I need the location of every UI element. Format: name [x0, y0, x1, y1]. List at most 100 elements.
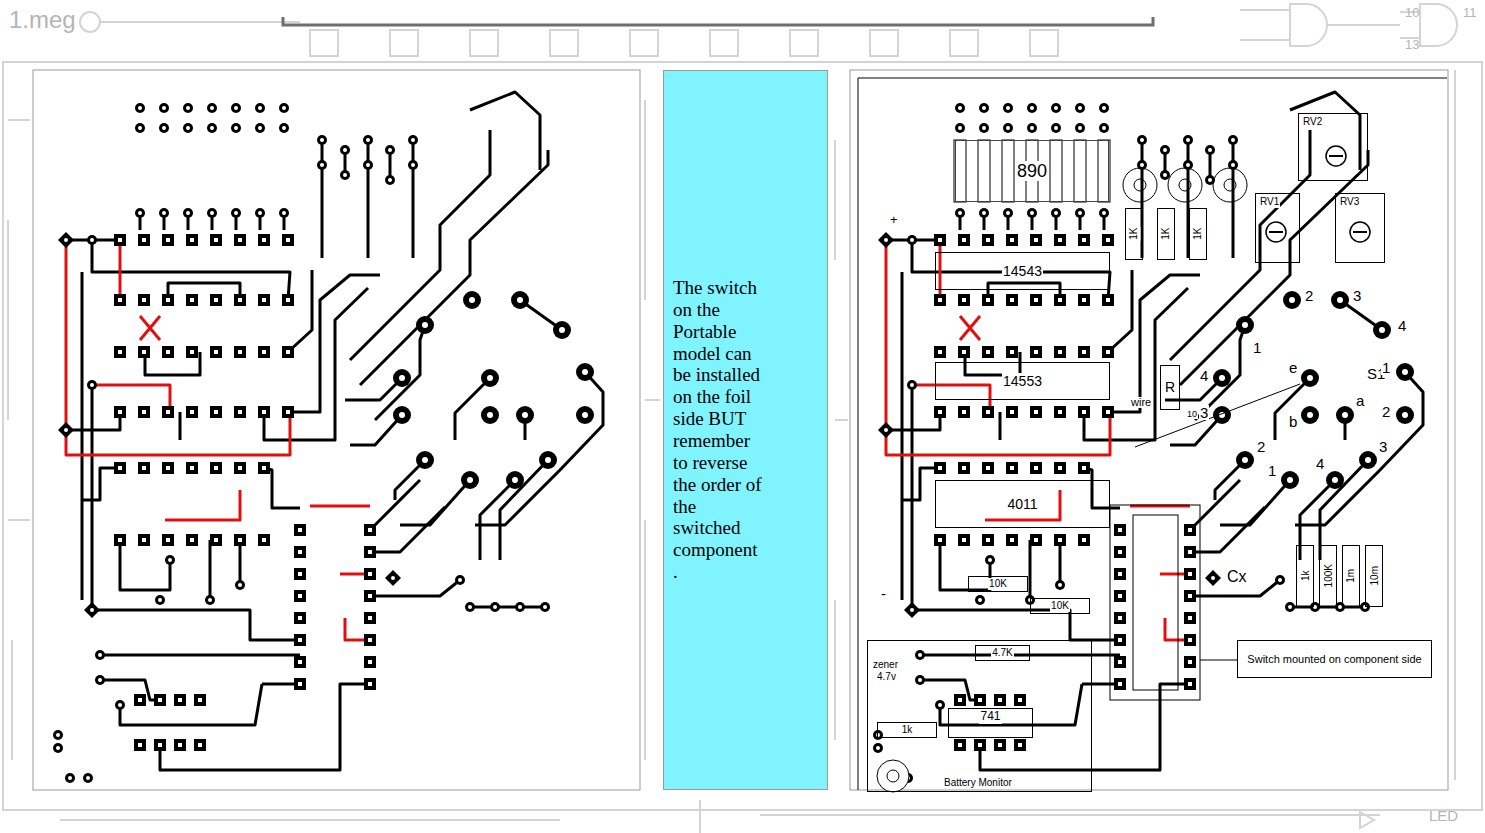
square-pad	[1054, 534, 1066, 546]
switch-pole: e	[1288, 360, 1298, 375]
diamond-pad	[385, 570, 401, 586]
pad-hole	[876, 746, 880, 750]
trimpot-symbol	[1266, 222, 1286, 242]
pad-hole	[298, 616, 302, 620]
pad-hole	[262, 538, 266, 542]
square-pad	[138, 406, 150, 418]
pad-hole	[90, 608, 94, 612]
jumper-wire	[66, 240, 290, 455]
copper-trace	[370, 507, 445, 552]
round-pad	[979, 208, 989, 218]
pad-hole	[982, 126, 986, 130]
pad-hole	[98, 678, 102, 682]
copper-trace	[1195, 325, 1245, 420]
pad-hole	[1288, 605, 1292, 609]
pad-hole	[298, 572, 302, 576]
pad-hole	[938, 466, 942, 470]
pad-hole	[399, 412, 405, 418]
copper-trace	[500, 460, 548, 560]
pad-hole	[320, 138, 324, 142]
pad-hole	[918, 653, 922, 657]
square-pad	[364, 524, 376, 536]
round-pad	[135, 208, 145, 218]
round-pad	[408, 160, 418, 170]
round-pad	[1055, 580, 1065, 590]
pad-hole	[190, 466, 194, 470]
round-pad	[385, 145, 395, 155]
pad-hole	[1058, 410, 1062, 414]
round-pad	[1160, 170, 1170, 180]
pad-hole	[158, 598, 162, 602]
component-label: RV1	[1259, 196, 1280, 208]
square-pad	[364, 656, 376, 668]
round-pad	[231, 208, 241, 218]
pad-hole	[1186, 163, 1190, 167]
square-pad	[114, 346, 126, 358]
round-pad	[205, 595, 215, 605]
round-pad	[915, 675, 925, 685]
ic-body	[1133, 515, 1178, 690]
component-label: Battery Monitor	[943, 777, 1013, 789]
round-pad	[135, 103, 145, 113]
pad-hole	[90, 238, 94, 242]
square-pad	[186, 234, 198, 246]
resistor-body: 1m	[1342, 545, 1360, 607]
square-pad	[982, 462, 994, 474]
square-pad	[258, 234, 270, 246]
jumper-wire	[985, 490, 1060, 520]
square-pad	[162, 294, 174, 306]
switch-pole: a	[1355, 393, 1365, 408]
copper-trace	[100, 680, 160, 700]
pad-hole	[422, 322, 428, 328]
square-pad	[1014, 739, 1026, 751]
square-pad	[282, 294, 294, 306]
component-label: 1K	[1128, 227, 1140, 241]
background-box	[550, 30, 578, 56]
trimpot-symbol	[1350, 222, 1370, 242]
square-pad	[258, 294, 270, 306]
pad-hole	[1010, 350, 1014, 354]
square-pad	[294, 590, 306, 602]
pad-hole	[938, 538, 942, 542]
square-pad	[934, 234, 946, 246]
square-pad	[210, 406, 222, 418]
pad-hole	[1078, 106, 1082, 110]
square-pad	[258, 406, 270, 418]
pin-number: 1	[1252, 340, 1262, 355]
square-pad	[934, 346, 946, 358]
pad-hole	[118, 703, 122, 707]
pad-hole	[1307, 375, 1313, 381]
round-pad	[87, 380, 97, 390]
round-pad	[408, 135, 418, 145]
trimpot-outline: RV3	[1335, 193, 1385, 263]
copper-trace	[920, 680, 980, 700]
watermark-text: 13	[1404, 38, 1420, 51]
copper-trace	[179, 412, 182, 440]
switch-pad	[1236, 316, 1254, 334]
pad-hole	[469, 297, 475, 303]
resistor-body: 1K	[1125, 208, 1143, 260]
pad-hole	[1082, 238, 1086, 242]
copper-trace	[120, 540, 170, 590]
pin-number: 2	[1304, 288, 1314, 303]
pin-number: 1	[1267, 463, 1277, 478]
pad-hole	[162, 126, 166, 130]
pin-number: 3	[1352, 288, 1362, 303]
pad-hole	[1034, 238, 1038, 242]
round-pad	[1205, 145, 1215, 155]
square-pad	[174, 739, 186, 751]
square-pad	[210, 462, 222, 474]
pad-hole	[210, 126, 214, 130]
pad-hole	[166, 410, 170, 414]
pad-hole	[368, 594, 372, 598]
square-pad	[186, 406, 198, 418]
square-pad	[1184, 612, 1196, 624]
square-pad	[1184, 590, 1196, 602]
square-pad	[134, 694, 146, 706]
led-outline	[1213, 168, 1247, 202]
pad-hole	[988, 558, 992, 562]
pad-hole	[234, 211, 238, 215]
square-pad	[982, 294, 994, 306]
diamond-pad	[58, 422, 74, 438]
square-pad	[154, 694, 166, 706]
